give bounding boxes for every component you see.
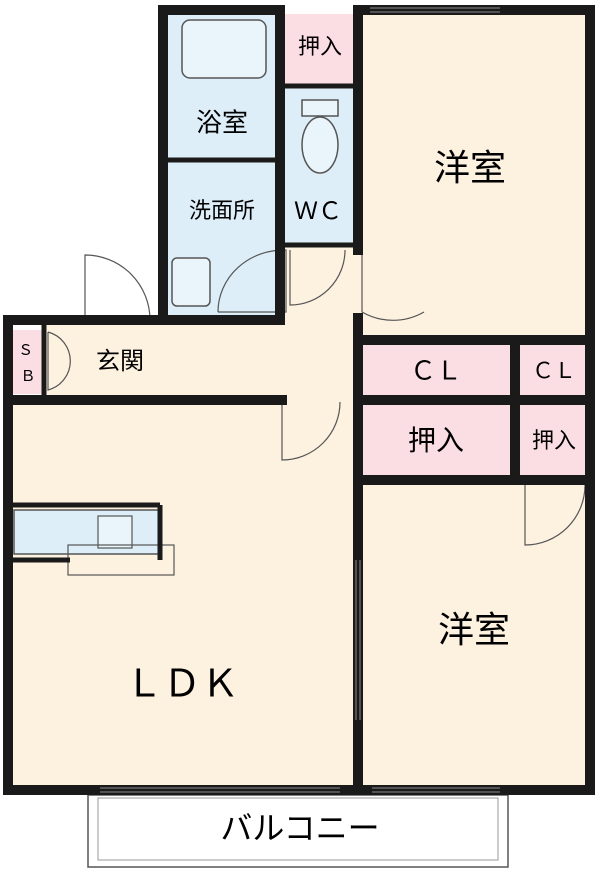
balcony-inner-rail xyxy=(97,797,499,861)
ldk-area xyxy=(8,400,358,790)
shoe-box-area xyxy=(12,330,44,394)
interior-partitions xyxy=(12,83,358,563)
western-room-top-label: 洋室 xyxy=(434,148,506,189)
western-room-bottom-label: 洋室 xyxy=(438,610,510,651)
oshiire-mid-label: 押入 xyxy=(408,424,464,457)
western-room-top-area xyxy=(358,10,590,340)
washroom-label: 洗面所 xyxy=(189,199,255,224)
ldk-label: ＬＤＫ xyxy=(125,662,239,706)
balcony-label: バルコニー xyxy=(220,809,379,847)
toilet-bowl xyxy=(301,116,339,174)
oshiire-top-area xyxy=(284,14,356,86)
oshiire-mid-area xyxy=(362,405,512,475)
kitchen-sink xyxy=(97,515,133,549)
closet-large-area xyxy=(362,345,512,397)
closet-small-area xyxy=(518,345,590,397)
kitchen-counter xyxy=(13,509,161,555)
western-room-bottom-area xyxy=(358,480,590,790)
bath-label: 浴室 xyxy=(196,109,248,139)
oshiire-small-area xyxy=(518,405,590,475)
wc-label: ＷＣ xyxy=(294,197,342,225)
toilet-tank xyxy=(301,99,339,117)
closet-small-label: ＣＬ xyxy=(532,359,576,384)
balcony-area xyxy=(87,794,509,868)
wash-basin xyxy=(171,257,211,307)
bathtub xyxy=(181,19,267,79)
walls xyxy=(3,5,595,795)
closet-large-label: ＣＬ xyxy=(410,357,462,387)
entrance-area xyxy=(45,320,170,400)
windows xyxy=(100,7,500,793)
shoe-box-label-line: Ｓ xyxy=(18,341,33,359)
door-swings xyxy=(47,249,586,546)
shoe-box-label-line-2: Ｂ xyxy=(20,367,35,385)
shoe-box-label: Ｓ Ｂ xyxy=(18,341,38,385)
oshiire-small-label: 押入 xyxy=(532,429,576,454)
entrance-label: 玄関 xyxy=(96,347,144,375)
oshiire-top-label: 押入 xyxy=(298,35,342,60)
